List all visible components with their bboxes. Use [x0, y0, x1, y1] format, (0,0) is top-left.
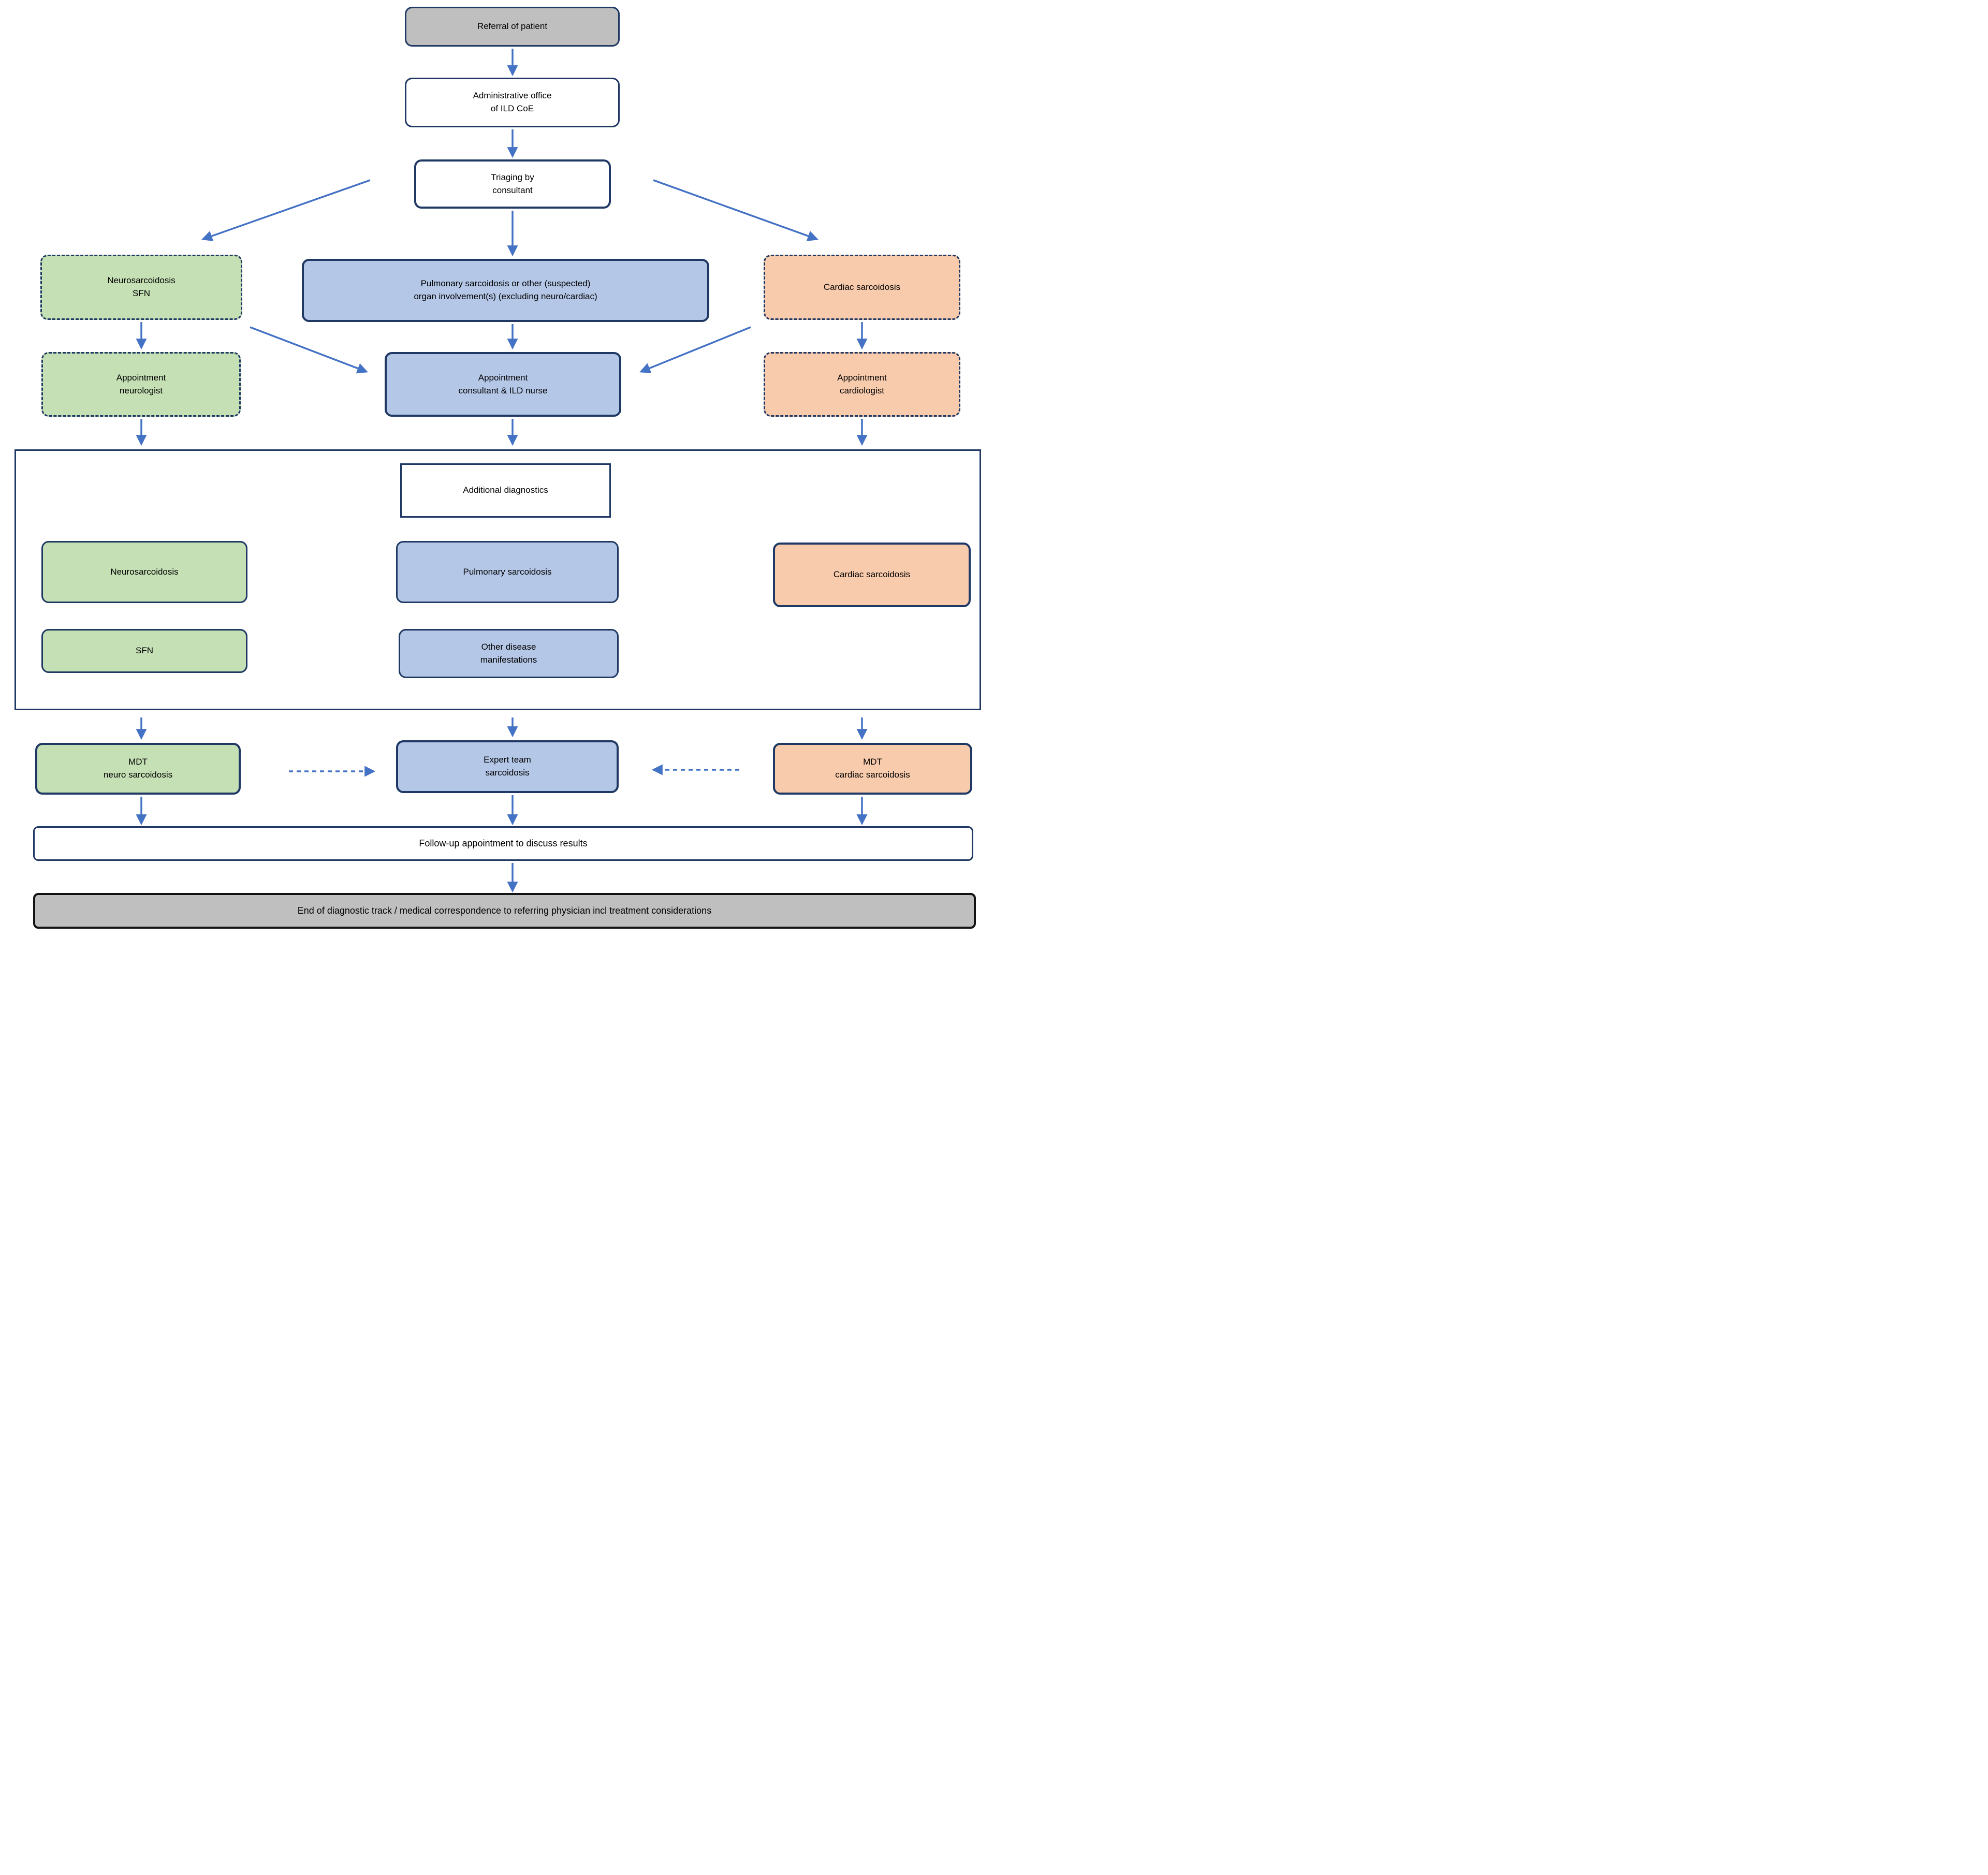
node-expert-team-sarcoidosis: Expert team sarcoidosis: [396, 740, 619, 793]
node-appointment-neurologist: Appointment neurologist: [41, 352, 241, 417]
node-neurosarcoidosis-sfn-branch: Neurosarcoidosis SFN: [40, 255, 242, 320]
node-label: Referral of patient: [477, 21, 548, 32]
node-mdt-neuro-sarcoidosis: MDT neuro sarcoidosis: [35, 743, 241, 795]
node-label: Appointment consultant & ILD nurse: [458, 372, 548, 395]
node-label: Additional diagnostics: [463, 485, 548, 495]
node-followup-appointment: Follow-up appointment to discuss results: [33, 826, 973, 861]
node-pulmonary-sarcoidosis: Pulmonary sarcoidosis: [396, 541, 619, 603]
node-label: Pulmonary sarcoidosis or other (suspecte…: [414, 279, 597, 301]
arrow-cardiac-to-appt-consultant: [639, 326, 751, 374]
node-triaging-by-consultant: Triaging by consultant: [414, 159, 611, 209]
node-mdt-cardiac-sarcoidosis: MDT cardiac sarcoidosis: [773, 743, 972, 795]
node-appointment-cardiologist: Appointment cardiologist: [764, 352, 960, 417]
node-sfn: SFN: [41, 629, 247, 673]
node-label: Triaging by consultant: [491, 172, 534, 195]
node-label: Administrative office of ILD CoE: [473, 91, 552, 113]
node-cardiac-branch: Cardiac sarcoidosis: [764, 255, 960, 320]
node-label: Neurosarcoidosis: [110, 566, 179, 577]
node-label: Appointment cardiologist: [837, 372, 887, 395]
node-label: Neurosarcoidosis SFN: [107, 275, 176, 298]
node-administrative-office: Administrative office of ILD CoE: [405, 78, 620, 127]
node-label: Other disease manifestations: [480, 641, 537, 665]
node-referral-of-patient: Referral of patient: [405, 7, 620, 47]
node-label: SFN: [136, 646, 153, 656]
arrow-triaging-to-cardiac: [653, 179, 818, 241]
node-label: Follow-up appointment to discuss results: [419, 838, 588, 849]
node-other-disease-manifestations: Other disease manifestations: [399, 629, 619, 678]
node-additional-diagnostics: Additional diagnostics: [400, 463, 611, 518]
node-label: Appointment neurologist: [116, 372, 166, 395]
node-label: MDT cardiac sarcoidosis: [835, 757, 910, 780]
node-label: Cardiac sarcoidosis: [823, 282, 901, 292]
node-label: End of diagnostic track / medical corres…: [297, 905, 712, 916]
sarcoidosis-diagnostic-flowchart: Referral of patient Administrative offic…: [0, 0, 994, 938]
node-label: Pulmonary sarcoidosis: [463, 566, 552, 577]
arrow-triaging-to-neuro: [201, 179, 371, 241]
node-end-of-diagnostic-track: End of diagnostic track / medical corres…: [33, 893, 976, 929]
node-neurosarcoidosis: Neurosarcoidosis: [41, 541, 247, 603]
node-label: Cardiac sarcoidosis: [833, 569, 911, 580]
node-appointment-consultant-ild-nurse: Appointment consultant & ILD nurse: [385, 352, 621, 417]
arrow-neurosfn-to-appt-consultant: [250, 326, 368, 374]
node-label: MDT neuro sarcoidosis: [103, 757, 173, 780]
node-label: Expert team sarcoidosis: [484, 755, 531, 778]
node-cardiac-sarcoidosis: Cardiac sarcoidosis: [773, 543, 971, 607]
node-pulmonary-branch: Pulmonary sarcoidosis or other (suspecte…: [302, 259, 709, 322]
